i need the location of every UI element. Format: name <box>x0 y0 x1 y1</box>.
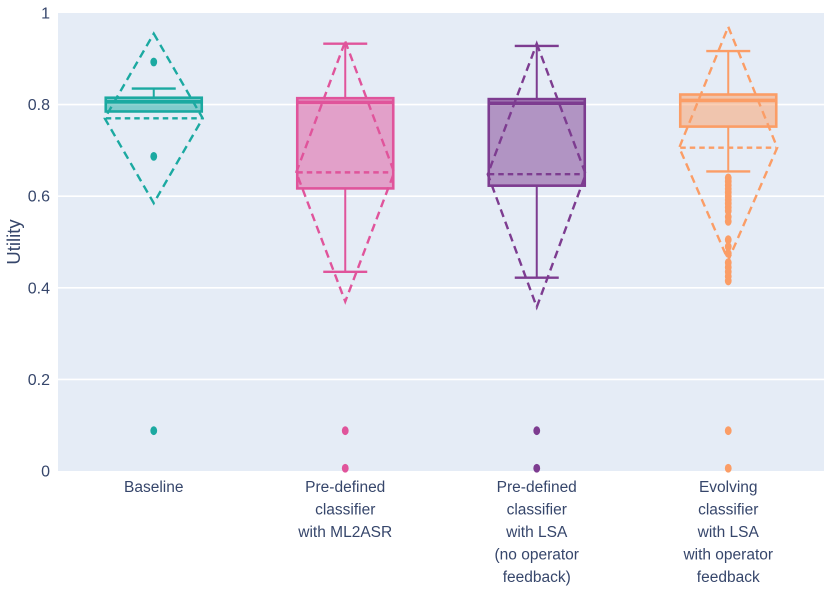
box-group-baseline: Baseline <box>103 31 205 496</box>
outlier-dot <box>724 249 732 258</box>
outlier-dot <box>724 276 732 286</box>
y-axis-label: Utility <box>3 219 24 265</box>
x-category-label: with ML2ASR <box>297 524 392 541</box>
outlier-dot <box>150 426 158 436</box>
x-category-label: Pre-defined <box>305 479 385 496</box>
iqr-box <box>295 96 395 190</box>
x-category-label: (no operator <box>495 547 579 564</box>
mean-diamond <box>103 31 205 206</box>
outlier-dot <box>150 57 158 67</box>
iqr-box <box>487 97 587 187</box>
x-category-label: classifier <box>315 502 375 519</box>
outlier-dot <box>341 426 349 436</box>
x-category-label: with LSA <box>505 524 568 541</box>
x-category-label: Pre-defined <box>497 479 577 496</box>
iqr-box <box>104 96 204 113</box>
x-category-label: with operator <box>682 547 773 564</box>
box-group-predefined-lsa-no-feedback: Pre-defined classifier with LSA (no operato… <box>486 40 588 586</box>
plot-background <box>58 13 824 471</box>
mean-diamond <box>294 37 396 305</box>
x-category-label: feedback <box>697 569 760 586</box>
x-category-label: classifier <box>507 502 567 519</box>
x-category-label: feedback) <box>503 569 571 586</box>
x-category-label: classifier <box>698 502 758 519</box>
outlier-dot <box>724 426 732 436</box>
mean-diamond <box>486 40 588 311</box>
box-group-evolving-lsa-feedback: Evolving classifier with LSA with operator f… <box>677 23 779 586</box>
x-category-label: with LSA <box>697 524 760 541</box>
y-tick-label: 0.8 <box>28 97 50 114</box>
outlier-dot <box>724 242 732 251</box>
outlier-dot <box>150 151 158 161</box>
outlier-dot <box>724 463 732 473</box>
y-tick-label: 0.6 <box>28 189 50 206</box>
y-tick-label: 0.4 <box>28 280 50 297</box>
box-group-predefined-ml2asr: Pre-defined classifier with ML2ASR <box>294 37 396 541</box>
y-tick-label: 0 <box>41 464 50 481</box>
outlier-dot <box>724 216 732 226</box>
outlier-dot <box>341 463 349 473</box>
x-category-label: Baseline <box>124 479 183 496</box>
x-category-label: Evolving <box>699 479 758 496</box>
outlier-dot <box>724 235 732 245</box>
outlier-dot <box>533 426 541 436</box>
y-tick-label: 0.2 <box>28 372 50 389</box>
y-tick-label: 1 <box>41 6 50 23</box>
outlier-dot <box>533 463 541 473</box>
